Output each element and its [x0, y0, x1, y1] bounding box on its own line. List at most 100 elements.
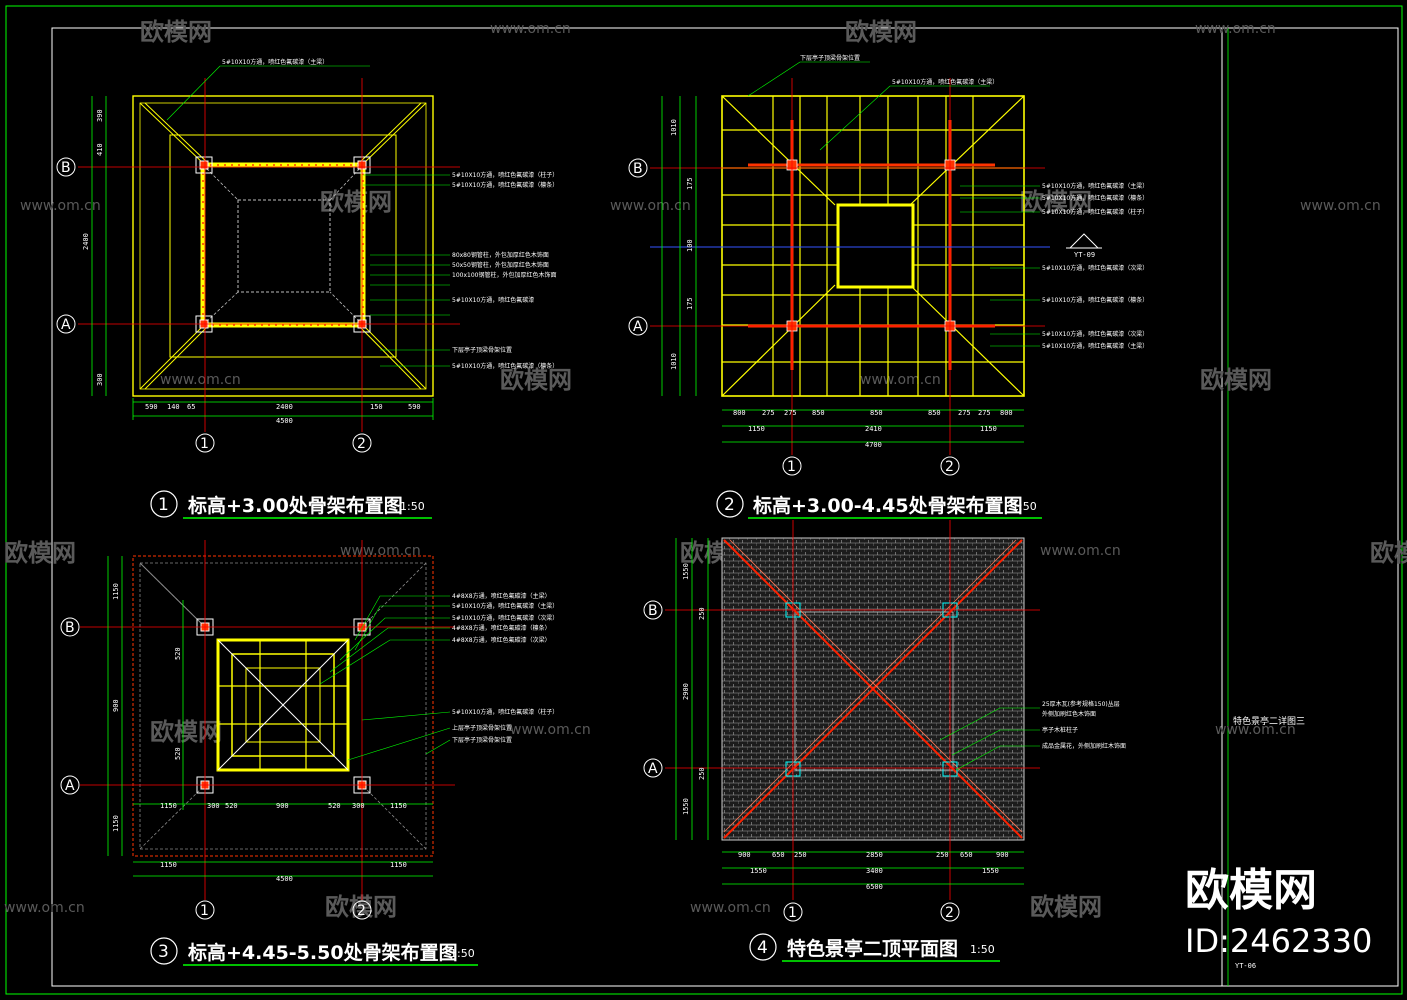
notes-leaders	[166, 65, 450, 367]
watermark-brand: 欧模网	[150, 718, 222, 746]
drawing-number: 4	[757, 938, 768, 958]
note-text: 4#8X8方通，喷红色氟碳漆（檩条）	[452, 624, 551, 632]
watermark-brand: 欧模网	[500, 366, 572, 394]
grid-bubble-col-2: 2	[352, 900, 372, 920]
side-dim: 520	[174, 747, 182, 760]
dim-text: 590	[408, 403, 421, 411]
dim-text: 1550	[750, 867, 767, 875]
side-dim: 520	[174, 647, 182, 660]
side-dim: 300	[96, 373, 104, 386]
side-dim: 1550	[682, 798, 690, 815]
watermark-brand: 欧模网	[1200, 366, 1272, 394]
dim-text: 1150	[980, 425, 997, 433]
svg-text:B: B	[61, 160, 71, 176]
grid-bubble-row-b: B	[643, 600, 663, 620]
watermark-url: www.om.cn	[160, 372, 241, 388]
grid-bubble-row-a: A	[56, 314, 76, 334]
note-text: 5#10X10方通，喷红色氟碳漆（檩条）	[452, 362, 558, 370]
watermark-url: www.om.cn	[690, 900, 771, 916]
stamp-brand: 欧模网	[1185, 865, 1317, 916]
note-text: 5#10X10方通，喷红色氟碳漆（檩条）	[1042, 194, 1148, 202]
grid-bubble-col-2: 2	[352, 433, 372, 453]
note-text: 5#10X10方通，喷红色氟碳漆（主梁）	[1042, 182, 1148, 190]
watermark-brand: 欧模网	[1370, 539, 1407, 567]
total-dim-text: 4500	[276, 875, 293, 883]
ring-beam	[169, 134, 397, 358]
grid-bubble-row-b: B	[56, 157, 76, 177]
dim-text: 850	[928, 409, 941, 417]
dim-text: 275	[784, 409, 797, 417]
svg-text:1: 1	[787, 459, 796, 475]
drawing-2: YT-09 800 275 275 850 850 850 275 275 80…	[628, 54, 1148, 519]
side-dim: 175	[686, 177, 694, 190]
note-text: 5#10X10方通，喷红色氟碳漆（主梁）	[1042, 342, 1148, 350]
notes-leaders	[939, 707, 1040, 771]
drawing-scale: 1:50	[400, 500, 425, 513]
dim-text: 250	[794, 851, 807, 859]
outer-roof-edge-inner	[139, 102, 427, 390]
side-dim: 1550	[682, 563, 690, 580]
grid-bubble-row-a: A	[60, 775, 80, 795]
drawing-title: 标高+3.00-4.45处骨架布置图	[753, 494, 1023, 517]
note-text: 亭子木桩柱子	[1042, 726, 1078, 734]
side-dim: 2400	[82, 233, 90, 250]
side-dim: 1010	[670, 353, 678, 370]
svg-text:2: 2	[945, 459, 954, 475]
svg-text:2: 2	[357, 903, 366, 919]
upper-ring-core	[245, 667, 321, 743]
note-text: 5#10X10方通，喷红色氟碳漆（主梁）	[222, 58, 328, 66]
note-text: 下层亭子顶梁骨架位置	[800, 54, 860, 62]
grid-bubble-row-b: B	[628, 158, 648, 178]
side-dim: 410	[96, 143, 104, 156]
axis-lines	[650, 78, 1045, 455]
outer-hips	[139, 562, 206, 628]
dim-text: 3400	[866, 867, 883, 875]
upper-ring-beam	[216, 638, 350, 772]
section-mark: YT-09	[1066, 233, 1102, 259]
side-dim: 175	[686, 297, 694, 310]
main-beam-frame-dots	[202, 164, 364, 326]
watermark-url: www.om.cn	[1040, 543, 1121, 559]
side-dim: 100	[686, 239, 694, 252]
total-dim-text: 4700	[865, 441, 882, 449]
dim-text: 275	[978, 409, 991, 417]
note-text: 5#10X10方通，喷红色氟碳漆（次梁）	[1042, 330, 1148, 338]
dim-text: 850	[870, 409, 883, 417]
side-dim: 1150	[112, 815, 120, 832]
drawing-4: 900 650 250 2850 250 650 900 1550 3400 1…	[643, 520, 1126, 962]
svg-text:A: A	[61, 317, 71, 333]
watermark-url: www.om.cn	[340, 543, 421, 559]
hip-beams	[721, 95, 1025, 397]
side-dim: 900	[112, 699, 120, 712]
dim-text: 300	[352, 802, 365, 810]
watermark-brand: 欧模网	[845, 18, 917, 46]
dim-text: 850	[812, 409, 825, 417]
axis-lines	[665, 520, 1040, 900]
hip-ridges-inner	[723, 539, 1023, 833]
note-text: 5#10X10方通，喷红色氟碳漆（柱子）	[452, 708, 558, 716]
dim-text: 900	[738, 851, 751, 859]
total-dim-text: 4500	[276, 417, 293, 425]
watermark-url: www.om.cn	[4, 900, 85, 916]
drawing-scale: 1:50	[1012, 500, 1037, 513]
side-dim: 2900	[682, 683, 690, 700]
svg-text:2: 2	[357, 436, 366, 452]
dim-text: 275	[958, 409, 971, 417]
outer-sheet-border	[5, 5, 1403, 995]
watermark-brand: 欧模网	[325, 893, 397, 921]
dim-text: 900	[276, 802, 289, 810]
note-text: 50x50钢管柱，外包加厚红色木饰面	[452, 261, 549, 269]
dim-text: 2850	[866, 851, 883, 859]
upper-roof-outline	[237, 199, 331, 293]
dim-text: 800	[1000, 409, 1013, 417]
drawing-scale: 1:50	[970, 943, 995, 956]
drawing-number: 1	[158, 495, 169, 515]
svg-text:2: 2	[945, 905, 954, 921]
note-text: 5#10X10方通，喷红色氟碳漆（主梁）	[452, 602, 558, 610]
dim-text: 650	[960, 851, 973, 859]
svg-text:A: A	[65, 778, 75, 794]
note-text: 下层亭子顶梁骨架位置	[452, 346, 512, 354]
note-text: 外侧加刷红色木饰面	[1042, 710, 1096, 718]
grid-bubble-col-1: 1	[195, 433, 215, 453]
dim-text: 650	[772, 851, 785, 859]
